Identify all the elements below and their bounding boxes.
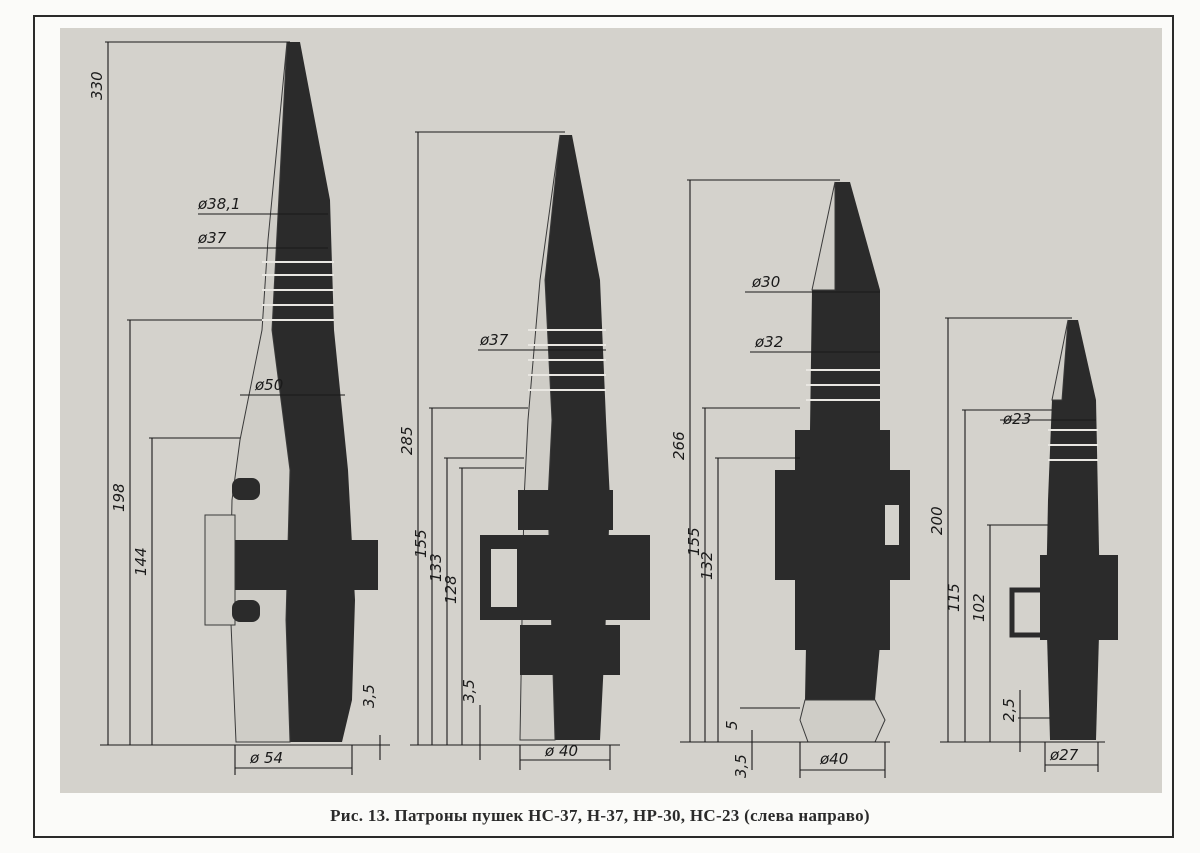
dim-c2-d1: ø37 [479,331,509,349]
dim-c1-l3: 144 [132,547,150,576]
dim-c4-l4: 2,5 [1000,698,1018,722]
dim-c4-d2: ø27 [1049,746,1079,764]
dim-c2-l2: 155 [412,529,430,558]
dim-c1-l1: 330 [88,71,106,100]
cartridge-ns-37-link-left [204,514,236,626]
dim-c4-l2: 115 [945,583,963,612]
cartridge-ns-23-tip [1051,319,1069,401]
dimension-lines [100,41,1105,778]
cartridge-ns-37-link [228,540,378,590]
dim-c3-l4: 5 [723,720,741,730]
cartridge-4-dimensions: ø23 ø27 200 115 102 2,5 [928,410,1079,764]
dim-c3-l3: 132 [698,551,716,580]
dim-c3-d2: ø32 [754,333,783,351]
cartridge-nr-30-tip [811,181,836,291]
dim-c3-d1: ø30 [751,273,780,291]
dim-c3-l2: 155 [685,527,703,556]
cartridge-nr-30 [775,181,910,743]
dim-c1-d4: ø 54 [249,749,283,767]
dim-c2-l3: 133 [427,553,445,582]
dim-c3-l5: 3,5 [732,754,750,778]
cartridge-ns-23 [1009,319,1118,740]
dim-c1-d2: ø37 [197,229,227,247]
dim-c2-d2: ø 40 [544,742,578,760]
dim-c1-d1: ø38,1 [197,195,241,213]
dim-c4-d1: ø23 [1002,410,1031,428]
cartridge-ns-23-link [1040,555,1118,640]
dim-c2-l5: 3,5 [460,679,478,703]
dim-c2-l1: 285 [398,426,416,455]
dim-c1-l2: 198 [110,483,128,512]
cartridge-n-37 [480,134,650,741]
dim-c3-l1: 266 [670,431,688,460]
dim-c4-l3: 102 [970,593,988,622]
cartridge-1-dimensions: ø38,1 ø37 ø50 ø 54 330 198 144 3,5 [88,71,378,767]
dim-c3-d3: ø40 [819,750,848,768]
cartridge-2-dimensions: ø37 ø 40 285 155 133 128 3,5 [398,331,578,760]
cartridge-ns-23-body [1046,320,1100,740]
cartridge-ns-37 [204,41,378,743]
figure-frame [33,15,1174,838]
dim-c1-l4: 3,5 [360,684,378,708]
dim-c2-l4: 128 [442,575,460,604]
dim-c4-l1: 200 [928,506,946,535]
figure-caption: Рис. 13. Патроны пушек НС-37, Н-37, НР-3… [330,806,870,825]
cartridge-3-dimensions: ø30 ø32 ø40 266 155 132 5 3,5 [670,273,848,778]
dim-c1-d3: ø50 [254,376,283,394]
